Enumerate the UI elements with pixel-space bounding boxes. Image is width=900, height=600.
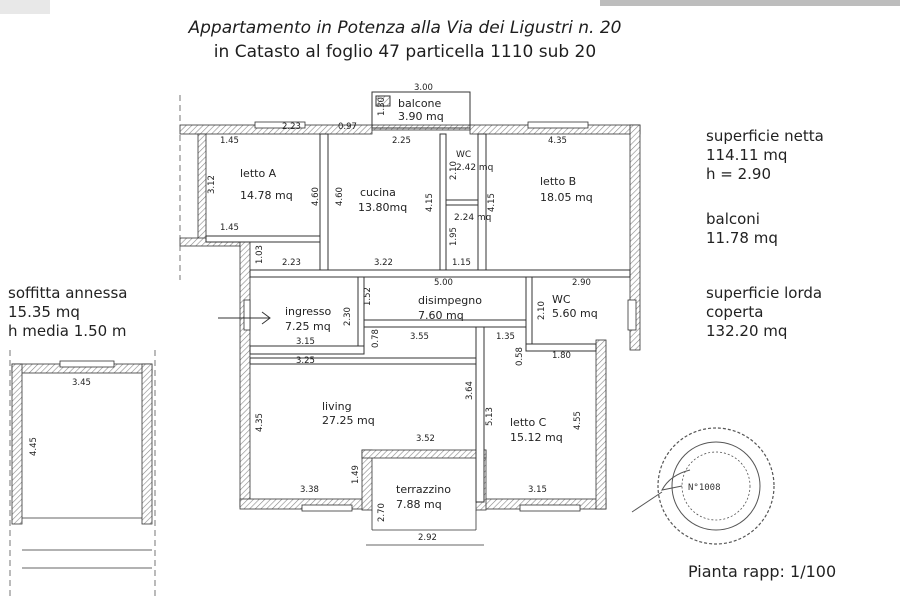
dim-3-25: 3.25 bbox=[296, 356, 315, 366]
dim-1-45-bottom: 1.45 bbox=[220, 223, 239, 233]
room-ingresso-name: ingresso bbox=[285, 305, 332, 318]
room-wc1-name: WC bbox=[456, 150, 471, 160]
dim-2-10-a: 2.10 bbox=[449, 161, 459, 180]
exterior-walls bbox=[179, 124, 641, 511]
dim-2-70: 2.70 bbox=[377, 503, 387, 522]
scan-edge bbox=[600, 0, 900, 6]
attic-area: 15.35 mq bbox=[8, 303, 80, 321]
dim-4-55: 4.55 bbox=[573, 411, 583, 430]
dim-4-35-living: 4.35 bbox=[255, 413, 265, 432]
dim-3-52: 3.52 bbox=[416, 434, 435, 444]
gross-surface-block: superficie lorda coperta 132.20 mq bbox=[706, 284, 822, 341]
dim-3-38: 3.38 bbox=[300, 485, 319, 495]
dim-1-30: 1.30 bbox=[377, 97, 387, 116]
dim-2-23-top: 2.23 bbox=[282, 122, 301, 132]
dim-4-60-a: 4.60 bbox=[311, 187, 321, 206]
plan-subtitle: in Catasto al foglio 47 particella 1110 … bbox=[213, 42, 597, 62]
dim-1-95: 1.95 bbox=[449, 227, 459, 246]
room-wc1-area: 2.42 mq bbox=[456, 163, 493, 173]
dim-4-35-top: 4.35 bbox=[548, 136, 567, 146]
dim-1-15: 1.15 bbox=[452, 258, 471, 268]
room-cucina-area: 13.80mq bbox=[358, 201, 407, 214]
room-letto-c-area: 15.12 mq bbox=[510, 431, 563, 444]
room-cucina-name: cucina bbox=[360, 186, 396, 199]
dim-0-78: 0.78 bbox=[371, 329, 381, 348]
dim-2-25: 2.25 bbox=[392, 136, 411, 146]
ceiling-height: h = 2.90 bbox=[706, 165, 772, 183]
room-disimpegno-name: disimpegno bbox=[418, 294, 482, 307]
dim-2-23-bottom: 2.23 bbox=[282, 258, 301, 268]
dim-5-13: 5.13 bbox=[485, 407, 495, 426]
dim-1-45-top: 1.45 bbox=[220, 136, 239, 146]
dim-1-80: 1.80 bbox=[552, 351, 571, 361]
scan-artifact bbox=[0, 0, 50, 14]
dim-3-15-letto-c: 3.15 bbox=[528, 485, 547, 495]
dim-1-49: 1.49 bbox=[351, 465, 361, 484]
balconies-value: 11.78 mq bbox=[706, 229, 778, 247]
room-letto-b-area: 18.05 mq bbox=[540, 191, 593, 204]
gross-surface-label-2: coperta bbox=[706, 303, 764, 321]
plan-title: Appartamento in Potenza alla Via dei Lig… bbox=[188, 18, 622, 38]
room-ingresso-area: 7.25 mq bbox=[285, 320, 331, 333]
dim-1-03: 1.03 bbox=[255, 245, 265, 264]
room-terrazzino-area: 7.88 mq bbox=[396, 498, 442, 511]
dim-4-15-b: 4.15 bbox=[487, 193, 497, 212]
dim-3-15-ingresso: 3.15 bbox=[296, 337, 315, 347]
room-terrazzino-name: terrazzino bbox=[396, 483, 451, 496]
dim-2-10-b: 2.10 bbox=[537, 301, 547, 320]
attic-block: soffitta annessa 15.35 mq h media 1.50 m bbox=[8, 284, 127, 341]
room-balcone-name: balcone bbox=[398, 97, 442, 110]
dim-4-60-b: 4.60 bbox=[335, 187, 345, 206]
attic-dim-width: 3.45 bbox=[72, 378, 91, 388]
interior-walls bbox=[205, 133, 631, 503]
gross-surface-label-1: superficie lorda bbox=[706, 284, 823, 302]
dim-0-97: 0.97 bbox=[338, 122, 357, 132]
attic-height: h media 1.50 m bbox=[8, 322, 127, 340]
dim-0-58: 0.58 bbox=[515, 347, 525, 366]
room-letto-b-name: letto B bbox=[540, 175, 576, 188]
attic-plan: 3.45 4.45 bbox=[9, 350, 156, 600]
net-surface-block: superficie netta 114.11 mq h = 2.90 bbox=[706, 127, 824, 184]
dim-3-22: 3.22 bbox=[374, 258, 393, 268]
dim-3-00: 3.00 bbox=[414, 83, 433, 93]
official-stamp: N°1008 bbox=[631, 427, 775, 545]
room-wc2-area: 5.60 mq bbox=[552, 307, 598, 320]
room-wc2-name: WC bbox=[552, 293, 571, 306]
attic-label: soffitta annessa bbox=[8, 284, 128, 302]
terrazzino-outline bbox=[366, 510, 484, 546]
dim-1-52: 1.52 bbox=[363, 287, 373, 306]
room-living-area: 27.25 mq bbox=[322, 414, 375, 427]
room-letto-c-name: letto C bbox=[510, 416, 547, 429]
dim-4-15-a: 4.15 bbox=[425, 193, 435, 212]
room-closet-area: 2.24 mq bbox=[454, 213, 491, 223]
gross-surface-value: 132.20 mq bbox=[706, 322, 788, 340]
dimension-labels: 3.00 1.30 2.23 0.97 1.45 2.25 4.35 3.12 … bbox=[207, 83, 591, 543]
net-surface-label: superficie netta bbox=[706, 127, 824, 145]
room-disimpegno-area: 7.60 mq bbox=[418, 309, 464, 322]
dim-5-00: 5.00 bbox=[434, 278, 453, 288]
dim-2-92: 2.92 bbox=[418, 533, 437, 543]
dim-1-35: 1.35 bbox=[496, 332, 515, 342]
dim-2-90: 2.90 bbox=[572, 278, 591, 288]
dim-3-64: 3.64 bbox=[465, 381, 475, 400]
room-letto-a-name: letto A bbox=[240, 167, 277, 180]
balconies-block: balconi 11.78 mq bbox=[706, 210, 778, 248]
room-balcone-area: 3.90 mq bbox=[398, 110, 444, 123]
attic-dim-height: 4.45 bbox=[29, 437, 39, 456]
net-surface-value: 114.11 mq bbox=[706, 146, 788, 164]
balconies-label: balconi bbox=[706, 210, 760, 228]
room-letto-a-area: 14.78 mq bbox=[240, 189, 293, 202]
room-living-name: living bbox=[322, 400, 352, 413]
entry-arrow bbox=[218, 311, 271, 325]
scale-label: Pianta rapp: 1/100 bbox=[688, 562, 837, 581]
balcone-outline bbox=[371, 91, 471, 129]
dim-3-12: 3.12 bbox=[207, 175, 217, 194]
stamp-number: N°1008 bbox=[688, 483, 721, 493]
windows bbox=[243, 121, 637, 512]
dim-2-30: 2.30 bbox=[343, 307, 353, 326]
dim-3-55: 3.55 bbox=[410, 332, 429, 342]
